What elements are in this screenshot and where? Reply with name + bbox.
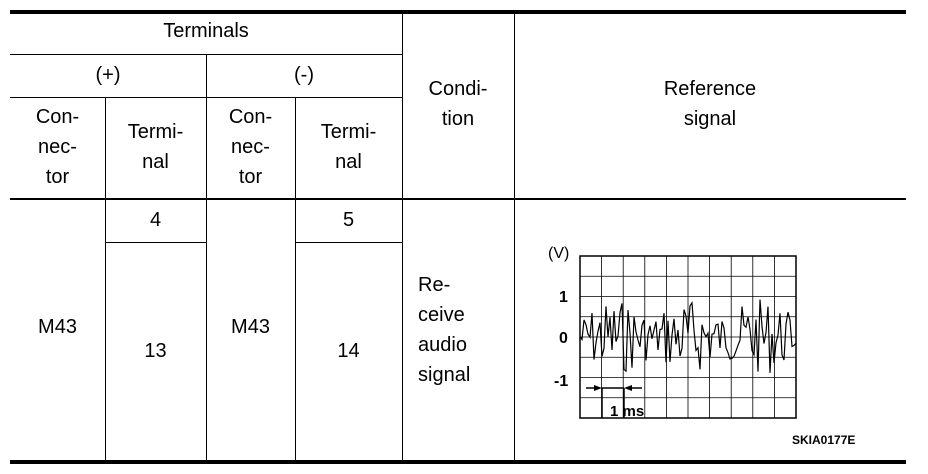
- table-top-border: [10, 10, 906, 14]
- scope-trace: [579, 299, 797, 373]
- scope-unit-label: (V): [548, 245, 569, 262]
- header-reference-signal: Reference signal: [663, 78, 757, 130]
- header-minus-terminal: Termi- nal: [320, 121, 377, 173]
- waveform-svg: (V) 1 0 -1 1 ms: [548, 245, 797, 420]
- col-divider-1: [105, 97, 106, 460]
- minus-terminal-b: 14: [337, 340, 360, 362]
- header-minus-connector: Con- nec- tor: [228, 106, 273, 188]
- scope-y-label-neg: -1: [554, 373, 568, 390]
- plus-terminal-a: 4: [149, 209, 162, 231]
- minus-terminal-a: 5: [342, 209, 355, 231]
- time-marker: [586, 385, 642, 418]
- header-plus-terminal: Termi- nal: [127, 121, 184, 173]
- time-scale-label: 1 ms: [610, 403, 644, 420]
- scope-y-label-pos: 1: [559, 289, 568, 306]
- scope-y-label-zero: 0: [559, 330, 568, 347]
- reference-waveform: (V) 1 0 -1 1 ms: [540, 236, 810, 436]
- col-divider-3: [295, 97, 296, 460]
- header-minus: (-): [294, 64, 314, 86]
- header-terminals: Terminals: [163, 20, 249, 42]
- col-divider-2: [206, 54, 207, 460]
- header-plus: (+): [95, 64, 121, 86]
- condition-text: Re- ceive audio signal: [418, 274, 471, 386]
- plus-terminal-divider: [105, 242, 206, 243]
- plus-terminal-b: 13: [144, 340, 167, 362]
- header-body-divider: [10, 198, 906, 200]
- table-bottom-border: [10, 460, 906, 464]
- col-divider-5: [514, 12, 515, 460]
- figure-code: SKIA0177E: [792, 433, 856, 447]
- col-divider-4: [402, 12, 403, 460]
- minus-connector: M43: [231, 316, 270, 338]
- header-condition: Condi- tion: [428, 78, 488, 130]
- plus-connector: M43: [38, 316, 77, 338]
- minus-terminal-divider: [295, 242, 402, 243]
- header-plus-connector: Con- nec- tor: [35, 106, 80, 188]
